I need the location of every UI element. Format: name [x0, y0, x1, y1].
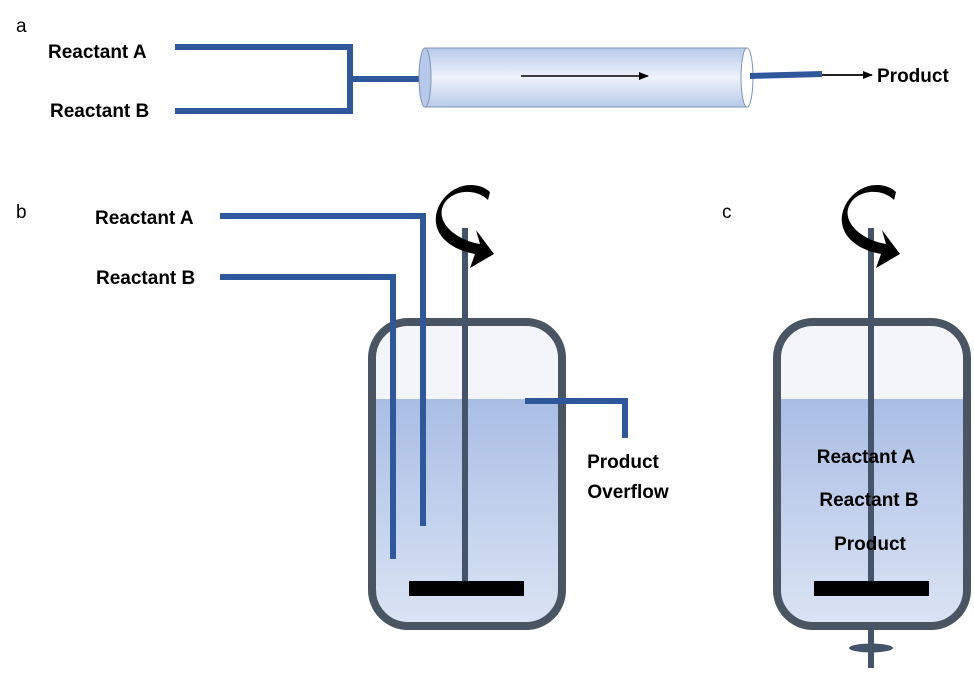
panel-a-reactant-a-label: Reactant A [48, 42, 147, 63]
panel-b-letter: b [16, 202, 27, 223]
panel-b-reactant-b-label: Reactant B [96, 268, 195, 289]
panel-a-letter: a [16, 16, 27, 37]
panel-c-drain-valve [849, 643, 893, 653]
panel-a: a Reactant A Reactant B Product [16, 16, 949, 122]
panel-b-reactant-b-feed-pipe [220, 274, 396, 559]
panel-b-rotation-arrow-icon [435, 184, 494, 268]
panel-b-reactant-a-feed-pipe [220, 213, 426, 526]
panel-c-reactant-b-label: Reactant B [819, 490, 918, 511]
panel-c-impeller [814, 581, 929, 596]
panel-c-rotation-arrow-icon [841, 184, 900, 268]
panel-b-overflow-pipe [525, 398, 628, 438]
panel-b-product-label: Product [587, 452, 659, 473]
panel-b-reactant-a-label: Reactant A [95, 208, 194, 229]
panel-a-product-label: Product [877, 66, 949, 87]
panel-b-impeller [409, 581, 524, 596]
panel-c-letter: c [722, 202, 732, 223]
panel-c-reactant-a-label: Reactant A [817, 447, 916, 468]
panel-c: c Reactant A Reactant B Product [722, 184, 971, 668]
panel-a-outlet-pipe [749, 71, 823, 79]
panel-a-flow-tube [418, 47, 754, 108]
panel-b-overflow-label: Overflow [587, 482, 669, 503]
panel-a-inlet-pipes [175, 44, 425, 114]
panel-a-reactant-b-label: Reactant B [50, 101, 149, 122]
panel-b: b Reactant A Reactant B Product Overflow [16, 184, 669, 630]
panel-c-product-label: Product [834, 534, 906, 555]
